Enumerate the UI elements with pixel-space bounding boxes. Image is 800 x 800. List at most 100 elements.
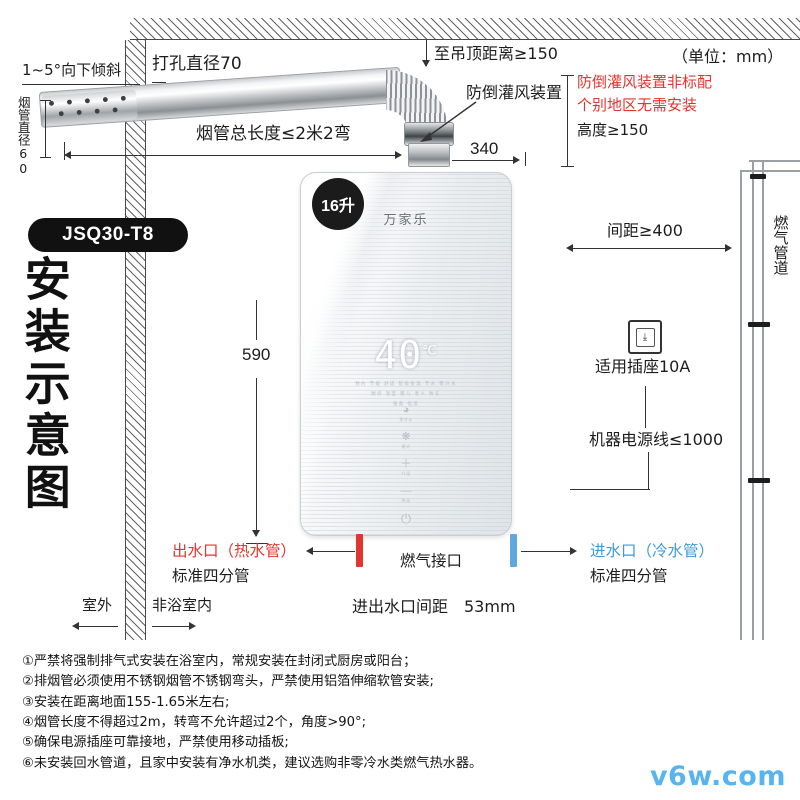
mode-icon: ❋ [401, 431, 411, 443]
height-dim-lower [256, 378, 257, 536]
slope-label: 1~5°向下倾斜 [22, 61, 122, 79]
ceiling-edge-line [130, 39, 800, 41]
cold-water-inlet-label: 进水口（冷水管） [590, 542, 715, 560]
note-item: ⑤确保电源插座可靠接地，严禁使用移动插板; [22, 735, 289, 751]
height-bracket-top [561, 75, 574, 77]
socket-inner-glyph: ⤓ [635, 327, 655, 347]
cold-leader-line [521, 551, 575, 552]
dim-340-tick [525, 152, 527, 166]
gas-pipeline-left-edge [752, 160, 754, 640]
temperature-display: 40℃ 预约 节能 舒适 智能变温 节水 零冷水 厨房 浴室 婴儿 老人 防冻 … [301, 333, 511, 407]
power-icon: ⏻ [400, 511, 412, 526]
gas-connection-label: 燃气接口 [400, 552, 463, 570]
gas-pipeline-branch [740, 170, 742, 640]
power-cord-run [570, 489, 650, 490]
ceiling-distance-label: 至吊顶距离≥150 [434, 44, 558, 63]
power-cord-line-vertical [645, 386, 646, 428]
socket-icon: ⤓ [628, 320, 662, 354]
pipe-dia-tick-top [40, 100, 51, 102]
dim-340-label: 340 [470, 139, 499, 158]
zone-outdoor-label: 室外 [82, 596, 113, 614]
spacing-400-line [572, 248, 730, 249]
hot-leader-line [313, 551, 355, 552]
pipe-diameter-label: 烟管直径60 [15, 96, 31, 176]
wall-edge-left [125, 40, 127, 640]
control-button-increase[interactable]: ＋ 升温 [401, 459, 412, 477]
hole-diameter-label: 打孔直径70 [152, 54, 242, 74]
water-heater-unit: 万家乐 40℃ 预约 节能 舒适 智能变温 节水 零冷水 厨房 浴室 婴儿 老人… [300, 172, 512, 536]
cold-leader-arrow [570, 547, 577, 555]
note-item: ④烟管长度不得超过2m，转弯不允许超过2个，角度>90°; [22, 714, 367, 730]
total-length-label: 烟管总长度≤2米2弯 [196, 124, 351, 144]
total-length-dim-line [70, 155, 400, 156]
control-caption: 降温 [401, 498, 411, 503]
note-item: ①严禁将强制排气式安装在浴室内，常规安装在封闭式厨房或阳台； [22, 654, 417, 669]
hot-leader-arrow [306, 547, 313, 555]
spacing-400-label: 间距≥400 [607, 221, 683, 240]
zone-indoor-arrow-line [152, 626, 194, 627]
hot-water-outlet-connector [356, 534, 363, 567]
total-length-tick-left [64, 142, 66, 160]
gas-clamp-bottom [748, 478, 770, 483]
cold-water-inlet-sub: 标准四分管 [590, 567, 668, 585]
height-dim-base-tick [246, 543, 268, 545]
display-temp-unit: ℃ [422, 343, 438, 359]
gas-clamp-top [750, 174, 766, 179]
gas-pipeline-right-edge [762, 160, 764, 640]
zone-indoor-arrow [189, 622, 196, 630]
brand-logo: 万家乐 [383, 213, 429, 228]
height-dim-arrow [252, 530, 260, 537]
control-button-zero-cold-water[interactable]: ◕ 零冷水 [399, 405, 413, 423]
display-micro-row-2: 厨房 浴室 婴儿 老人 防冻 [371, 391, 441, 396]
control-button-mode[interactable]: ❋ 模式 [401, 432, 410, 450]
capacity-badge: 16升 [312, 178, 364, 230]
display-temp-value: 40 [374, 333, 423, 377]
control-button-power[interactable]: ⏻ [400, 511, 412, 526]
total-length-arrow-left [64, 151, 71, 159]
hot-water-outlet-sub: 标准四分管 [172, 567, 250, 585]
control-caption: 升温 [401, 471, 411, 476]
exterior-wall-hatch [125, 40, 145, 640]
backdraft-warning-line2: 个别地区无需安装 [577, 96, 698, 114]
socket-label: 适用插座10A [595, 357, 691, 376]
power-cord-drop [648, 452, 649, 490]
backdraft-device-label: 防倒灌风装置 [466, 83, 563, 102]
note-item: ②排烟管必须使用不锈钢烟管不锈钢弯头，严禁使用铝箔伸缩软管安装; [22, 674, 434, 690]
pipe-diameter-dim-line [45, 100, 46, 158]
cold-water-inlet-connector [510, 534, 517, 567]
control-button-decrease[interactable]: — 降温 [401, 486, 412, 504]
control-panel: ◕ 零冷水 ❋ 模式 ＋ 升温 — 降温 ⏻ [301, 405, 511, 526]
dim-340-line [452, 160, 518, 161]
installation-notes: ①严禁将强制排气式安装在浴室内，常规安装在封闭式厨房或阳台； ②排烟管必须使用不… [22, 652, 622, 774]
display-micro-row-3: 强劲 恒温 [392, 401, 420, 406]
wall-edge-right [145, 40, 147, 640]
slope-underline [22, 84, 140, 85]
port-spacing-label: 进出水口间距 53mm [352, 597, 516, 616]
hot-water-outlet-label: 出水口（热水管） [172, 542, 297, 560]
gas-pipeline-top-run-2 [749, 160, 800, 162]
spacing-400-arrow-left [566, 244, 573, 252]
backdraft-leader-arrow [420, 101, 477, 142]
pipe-dia-tick-bottom [40, 157, 51, 159]
ceiling-wall-hatch [130, 18, 800, 40]
model-badge: JSQ30-T8 [28, 218, 188, 252]
backdraft-height-label: 高度≥150 [577, 121, 649, 139]
ceiling-dim-arrow [422, 60, 430, 67]
flue-collar-lower [408, 143, 450, 167]
power-cord-label: 机器电源线≤1000 [589, 430, 724, 449]
total-length-arrow-right [395, 151, 402, 159]
plus-icon: ＋ [400, 458, 412, 470]
height-bracket-line [567, 75, 568, 167]
note-item: ⑥未安装回水管道，且家中安装有净水机类，建议选购非零冷水类燃气热水器。 [22, 755, 483, 771]
control-caption: 模式 [401, 444, 411, 449]
zone-outdoor-arrow [72, 622, 79, 630]
backdraft-warning-line1: 防倒灌风装置非标配 [577, 73, 713, 91]
gas-pipeline-label: 燃气管道 [771, 215, 790, 275]
unit-note: （单位：mm） [672, 47, 784, 66]
spacing-400-arrow-right [725, 244, 732, 252]
height-dim-upper [256, 300, 257, 340]
note-item: ③安装在距离地面155-1.65米左右; [22, 694, 230, 710]
watermark: v6w.com [649, 761, 786, 792]
minus-icon: — [400, 485, 412, 497]
